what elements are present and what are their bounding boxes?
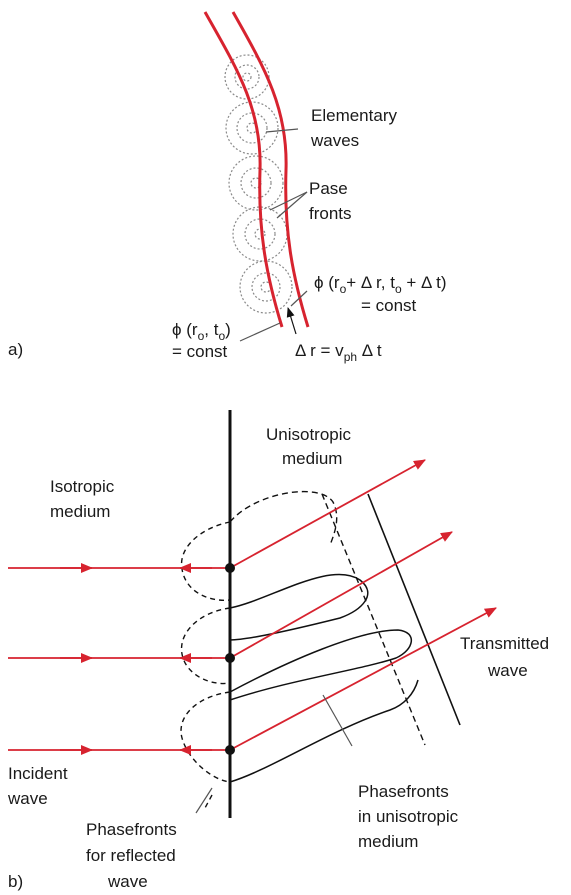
- phi-later-label: ϕ (ro+ Δ r, to + Δ t): [314, 273, 447, 296]
- delta-r-label: Δ r = vph Δ t: [295, 341, 382, 364]
- phasefronts-reflected-label-3: wave: [107, 872, 148, 891]
- elementary-waves-label-1: Elementary: [311, 106, 397, 125]
- panel-a-tag: a): [8, 340, 23, 359]
- panel-b-tag: b): [8, 872, 23, 891]
- pase-fronts-label-2: fronts: [309, 204, 352, 223]
- leader-lines-a: [247, 129, 307, 646]
- unisotropic-medium-label-1: Unisotropic: [266, 425, 352, 444]
- elementary-waves-label-2: waves: [310, 131, 359, 150]
- phase-front-initial: [205, 12, 282, 327]
- phi-later-mid: + Δ r, t: [346, 273, 395, 292]
- unisotropic-medium-label-2: medium: [282, 449, 342, 468]
- phasefronts-unisotropic-label-1: Phasefronts: [358, 782, 449, 801]
- incident-rays: [8, 568, 230, 750]
- phasefronts-reflected-label-2: for reflected: [86, 846, 176, 865]
- delta-r-pre: Δ r = v: [295, 341, 344, 360]
- phi-initial-label: ϕ (ro, to): [172, 320, 231, 343]
- phi-later-post: + Δ t): [402, 273, 447, 292]
- incident-wave-label-1: Incident: [8, 764, 68, 783]
- leader-phi-initial: [240, 323, 280, 341]
- leader-lines-b: [196, 695, 352, 813]
- isotropic-medium-label-2: medium: [50, 502, 110, 521]
- phi-later-const: = const: [361, 296, 417, 315]
- phasefronts-reflected-label-1: Phasefronts: [86, 820, 177, 839]
- phi-initial-mid: , t: [204, 320, 218, 339]
- pase-fronts-label-1: Pase: [309, 179, 348, 198]
- reflected-phasefronts: [181, 522, 230, 808]
- delta-r-arrow: [288, 308, 296, 334]
- phasefronts-unisotropic-label-2: in unisotropic: [358, 807, 459, 826]
- phasefronts-unisotropic-label-3: medium: [358, 832, 418, 851]
- delta-r-post: Δ t: [357, 341, 382, 360]
- isotropic-medium-label-1: Isotropic: [50, 477, 115, 496]
- phi-initial-const: = const: [172, 342, 228, 361]
- panel-b: Unisotropic medium Isotropic medium Tran…: [7, 410, 549, 891]
- phi-initial-pre: ϕ (r: [172, 320, 198, 339]
- incident-wave-label-2: wave: [7, 789, 48, 808]
- transmitted-wave-label-1: Transmitted: [460, 634, 549, 653]
- delta-r-sub: ph: [344, 350, 357, 364]
- transmitted-wave-label-2: wave: [487, 661, 528, 680]
- phi-initial-post: ): [225, 320, 231, 339]
- phi-later-pre: ϕ (r: [314, 273, 340, 292]
- panel-a: Elementary waves Pase fronts ϕ (ro+ Δ r,…: [8, 12, 447, 646]
